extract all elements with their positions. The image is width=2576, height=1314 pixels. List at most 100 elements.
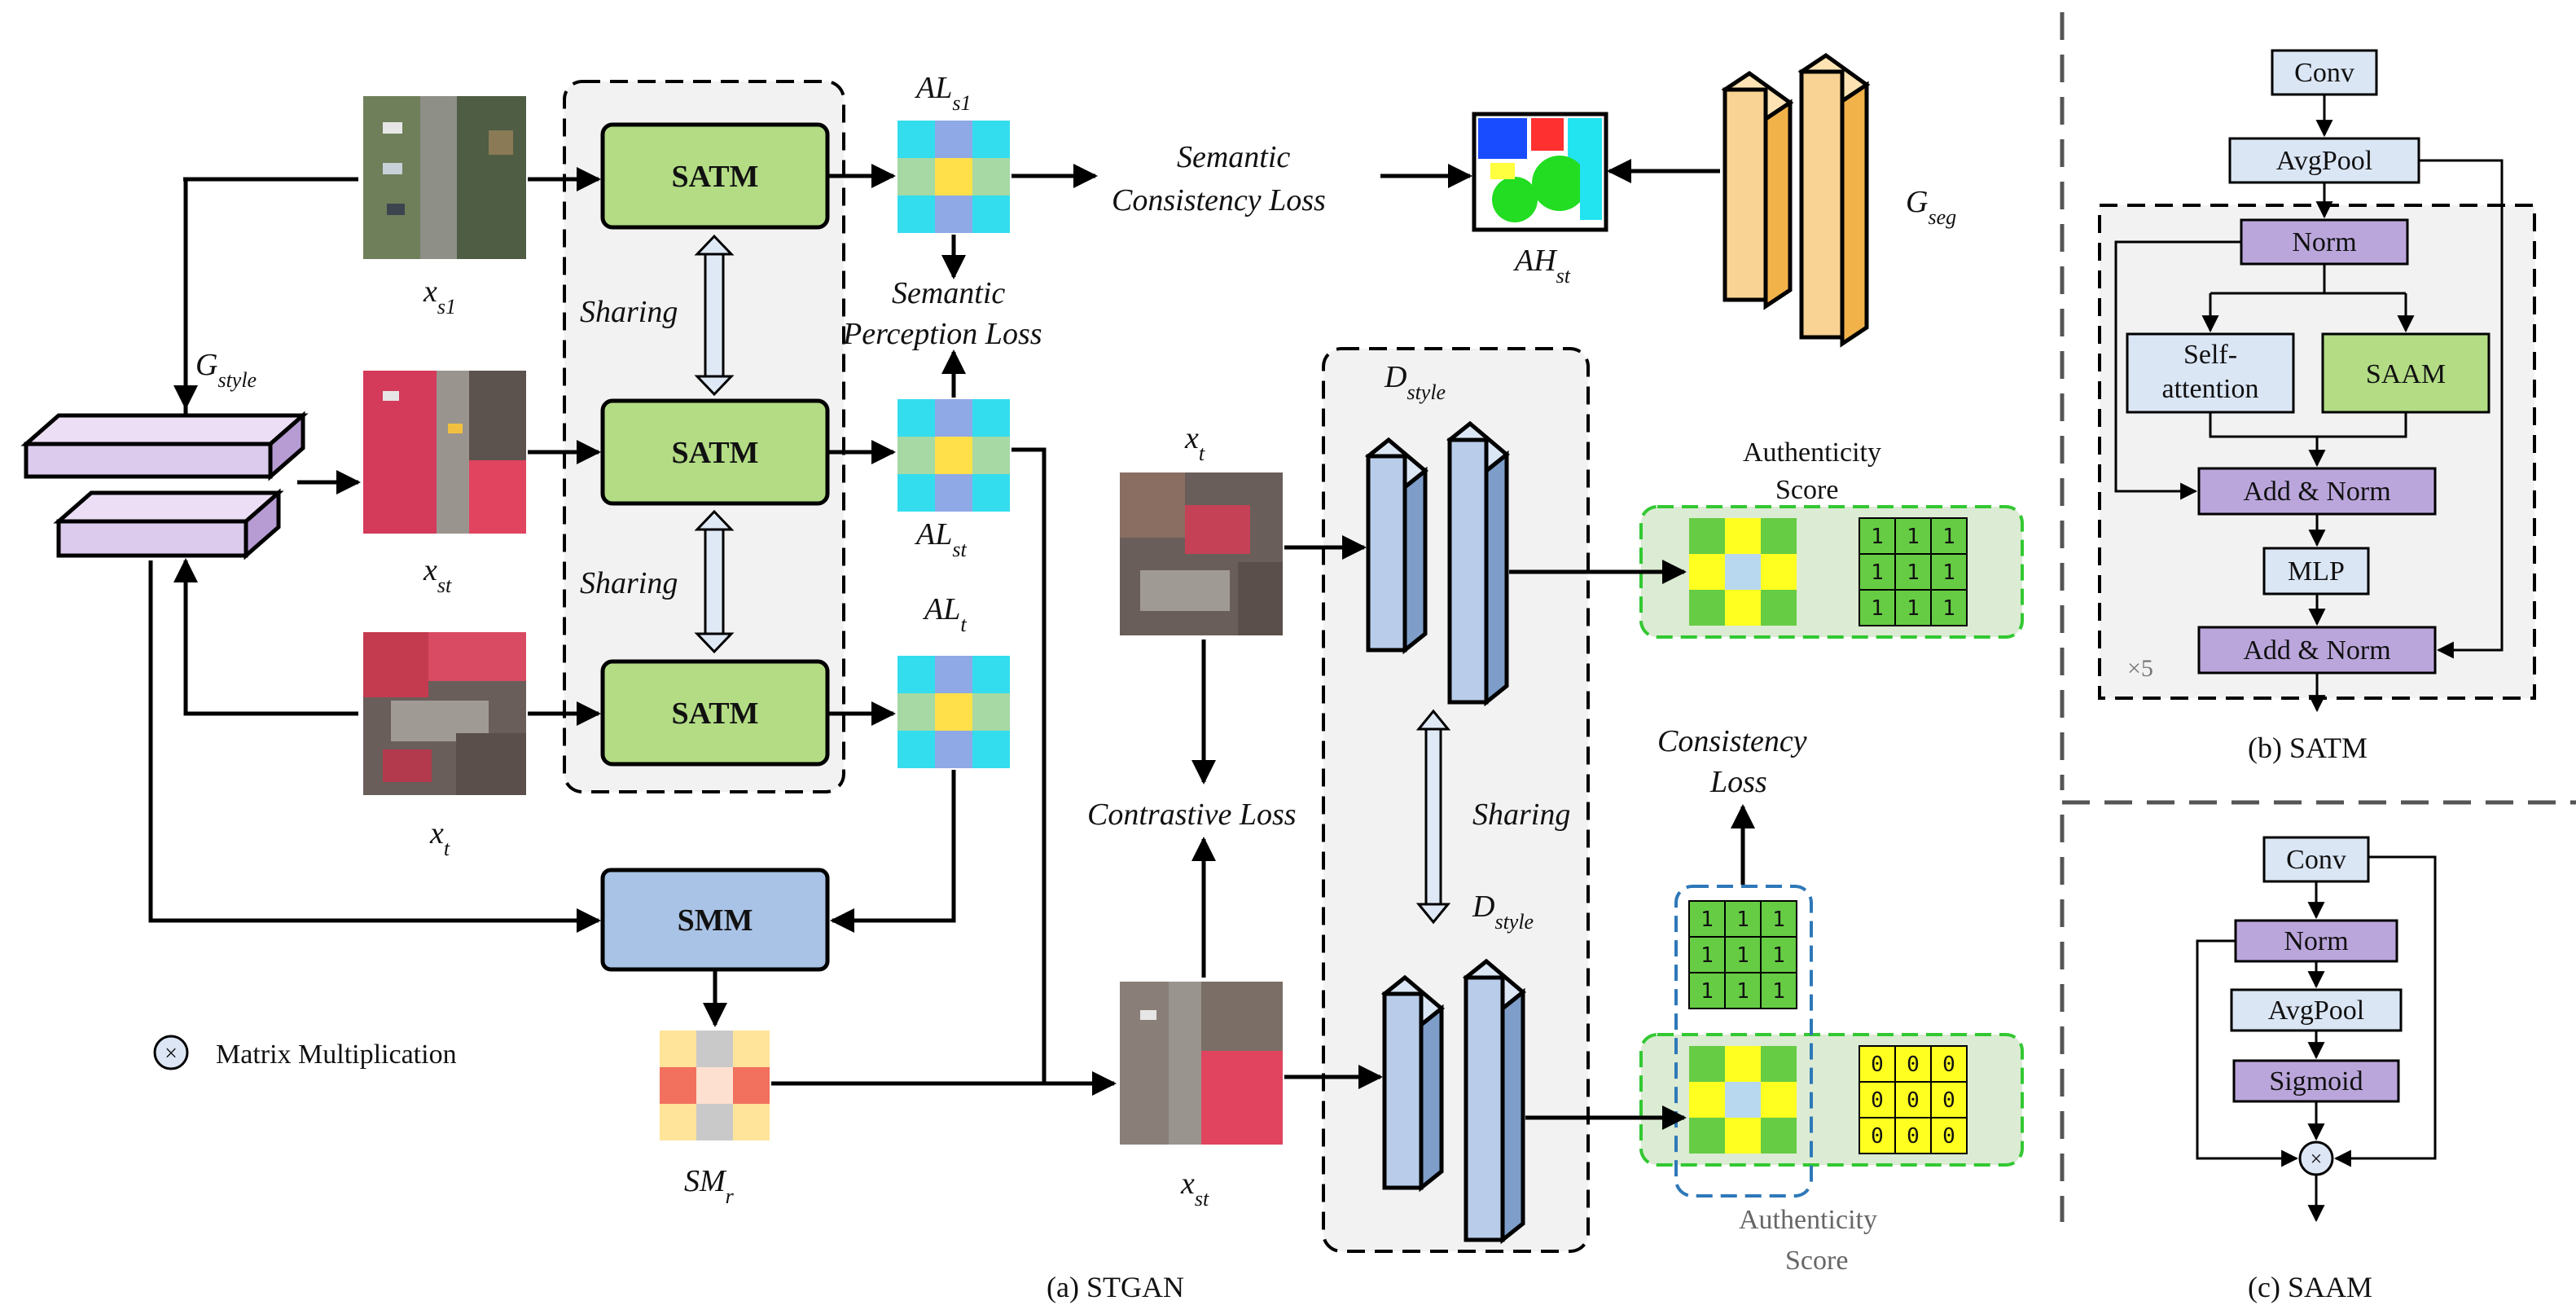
svg-text:Sigmoid: Sigmoid — [2269, 1066, 2363, 1096]
svg-text:1: 1 — [1772, 943, 1785, 968]
authenticity-score-bottom-label-2: Score — [1785, 1246, 1848, 1276]
label-dstyle-top: Dstyle — [1384, 360, 1446, 404]
svg-text:1: 1 — [1942, 525, 1955, 549]
svg-text:0: 0 — [1907, 1088, 1920, 1113]
svg-text:1: 1 — [1772, 979, 1785, 1004]
zeros-grid-bottom: 0 0 0 0 0 0 0 0 0 — [1858, 1045, 1968, 1154]
svg-text:1: 1 — [1772, 907, 1785, 932]
satm-box-1: SATM — [600, 122, 830, 230]
label-dstyle-bottom: Dstyle — [1472, 890, 1534, 934]
svg-text:1: 1 — [1871, 525, 1884, 549]
satm-add-norm-box-2: Add & Norm — [2197, 626, 2437, 675]
satm-conv-box: Conv — [2271, 49, 2378, 96]
semantic-perception-loss-label-2: Perception Loss — [842, 317, 1042, 351]
svg-text:0: 0 — [1942, 1088, 1955, 1113]
discriminator-dstyle-top — [1365, 420, 1510, 707]
satm-box-2: SATM — [600, 398, 830, 506]
svg-text:1: 1 — [1942, 560, 1955, 585]
svg-text:1: 1 — [1907, 596, 1920, 621]
svg-text:Add & Norm: Add & Norm — [2243, 635, 2390, 666]
label-alst: ALst — [914, 517, 967, 561]
sharing-double-arrow-disc — [1415, 709, 1451, 925]
saam-conv-box: Conv — [2262, 836, 2370, 883]
label-xst: xst — [423, 553, 452, 597]
svg-text:0: 0 — [1871, 1124, 1884, 1149]
legend-matrix-multiplication: × Matrix Multiplication — [153, 1035, 457, 1070]
connectors-saam — [2196, 855, 2437, 1223]
ones-grid-top: 1 1 1 1 1 1 1 1 1 — [1858, 517, 1968, 626]
satm-box-3: SATM — [600, 659, 830, 767]
svg-text:Self-: Self- — [2183, 340, 2237, 370]
svg-text:1: 1 — [1736, 979, 1749, 1004]
semantic-perception-loss-label: Semantic — [892, 276, 1005, 310]
satm-add-norm-box-1: Add & Norm — [2197, 467, 2437, 516]
saam-norm-box: Norm — [2234, 919, 2398, 963]
svg-text:0: 0 — [1871, 1053, 1884, 1077]
satm-self-attention-box: Self- attention — [2126, 332, 2295, 414]
satm-avgpool-box: AvgPool — [2228, 137, 2420, 184]
svg-text:Add & Norm: Add & Norm — [2243, 477, 2390, 507]
semantic-consistency-loss-label-2: Consistency Loss — [1112, 183, 1326, 218]
semantic-consistency-loss-label: Semantic — [1177, 140, 1290, 174]
svg-text:1: 1 — [1871, 596, 1884, 621]
consistency-loss-label-2: Loss — [1709, 765, 1767, 799]
sharing-label-2: Sharing — [580, 566, 678, 600]
discriminator-dstyle-bottom — [1381, 958, 1526, 1245]
attention-map-alst — [897, 399, 1010, 512]
connectors-satm — [2114, 94, 2504, 713]
svg-text:0: 0 — [1871, 1088, 1884, 1113]
score-map-top — [1689, 518, 1797, 626]
sharing-double-arrow-1 — [694, 234, 735, 397]
satm-mlp-box: MLP — [2262, 547, 2370, 595]
authenticity-score-top-label: Authenticity — [1743, 437, 1881, 468]
svg-text:SATM: SATM — [672, 436, 759, 470]
consistency-group-panel — [1674, 885, 1813, 1198]
authenticity-score-bottom-label: Authenticity — [1739, 1205, 1877, 1235]
sharing-label-1: Sharing — [580, 295, 678, 329]
svg-text:attention: attention — [2162, 374, 2259, 404]
label-gseg: Gseg — [1906, 185, 1956, 229]
svg-text:SATM: SATM — [672, 160, 759, 194]
image-xs1 — [363, 96, 526, 259]
image-xt — [363, 632, 526, 795]
segmentation-network-gseg — [1721, 52, 1871, 348]
svg-text:0: 0 — [1942, 1124, 1955, 1149]
smm-box: SMM — [600, 868, 830, 972]
svg-text:0: 0 — [1907, 1053, 1920, 1077]
satm-saam-box: SAAM — [2321, 332, 2490, 414]
sharing-double-arrow-2 — [694, 509, 735, 654]
label-xt: xt — [429, 816, 450, 860]
attention-map-alt — [897, 656, 1010, 768]
ones-grid-consistency: 1 1 1 1 1 1 1 1 1 — [1688, 900, 1797, 1009]
saam-sigmoid-box: Sigmoid — [2232, 1059, 2400, 1103]
image-disc-xt — [1120, 472, 1283, 635]
svg-text:Conv: Conv — [2286, 845, 2346, 875]
multiply-icon: × — [165, 1041, 178, 1066]
label-als1: ALs1 — [914, 71, 971, 115]
saam-multiply-node: × — [2298, 1140, 2334, 1176]
svg-text:1: 1 — [1701, 943, 1714, 968]
svg-text:SAAM: SAAM — [2366, 359, 2446, 389]
score-map-bottom — [1689, 1046, 1797, 1154]
svg-text:1: 1 — [1907, 525, 1920, 549]
svg-text:1: 1 — [1907, 560, 1920, 585]
label-xs1: xs1 — [423, 275, 456, 319]
similarity-map-smr — [660, 1031, 770, 1140]
attention-map-als1 — [897, 121, 1010, 233]
saam-avgpool-box: AvgPool — [2230, 988, 2403, 1032]
image-disc-xst — [1120, 982, 1283, 1145]
caption-saam: (c) SAAM — [2248, 1271, 2372, 1303]
svg-text:0: 0 — [1942, 1053, 1955, 1077]
svg-text:1: 1 — [1871, 560, 1884, 585]
label-disc-xt: xt — [1184, 421, 1205, 465]
svg-text:1: 1 — [1942, 596, 1955, 621]
caption-stgan: (a) STGAN — [1047, 1271, 1184, 1303]
authenticity-score-top-label-2: Score — [1775, 475, 1838, 505]
svg-text:Norm: Norm — [2284, 926, 2348, 956]
label-smr: SMr — [684, 1164, 735, 1208]
satm-repeat-label: ×5 — [2127, 655, 2153, 682]
svg-text:0: 0 — [1907, 1124, 1920, 1149]
svg-text:AvgPool: AvgPool — [2276, 146, 2372, 176]
svg-text:1: 1 — [1736, 907, 1749, 932]
